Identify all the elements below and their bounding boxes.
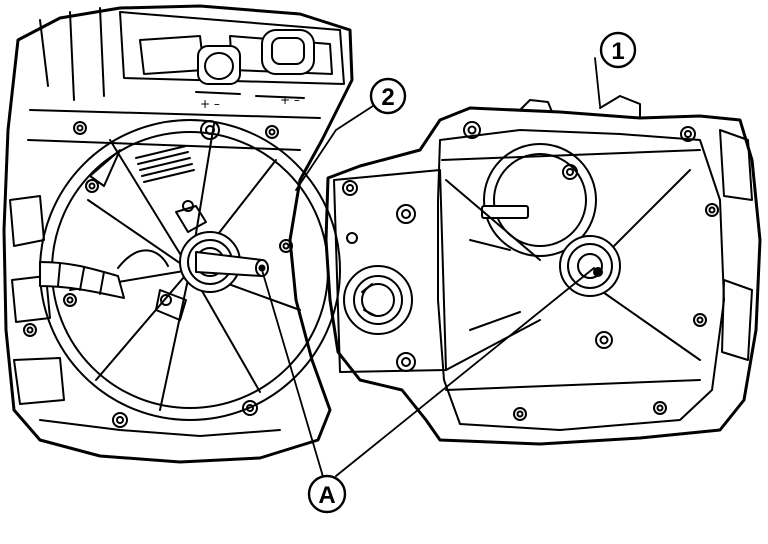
- callout-2: 2: [369, 77, 407, 115]
- engine-block-illustration: + – + –: [2, 4, 354, 464]
- callout-1: 1: [599, 31, 637, 69]
- transaxle-case-illustration: [324, 95, 762, 446]
- callout-a-label: A: [318, 482, 335, 509]
- svg-text:+ –: + –: [200, 97, 220, 111]
- leader-line-2: [295, 103, 377, 191]
- svg-text:+ –: + –: [280, 93, 300, 107]
- leader-lines: [261, 57, 601, 481]
- callout-a: A: [307, 474, 347, 514]
- leader-line-1: [594, 57, 601, 107]
- callout-2-label: 2: [381, 84, 394, 111]
- callout-1-label: 1: [611, 38, 624, 65]
- leader-line-a-left: [261, 269, 325, 481]
- leader-line-a-right: [335, 267, 595, 477]
